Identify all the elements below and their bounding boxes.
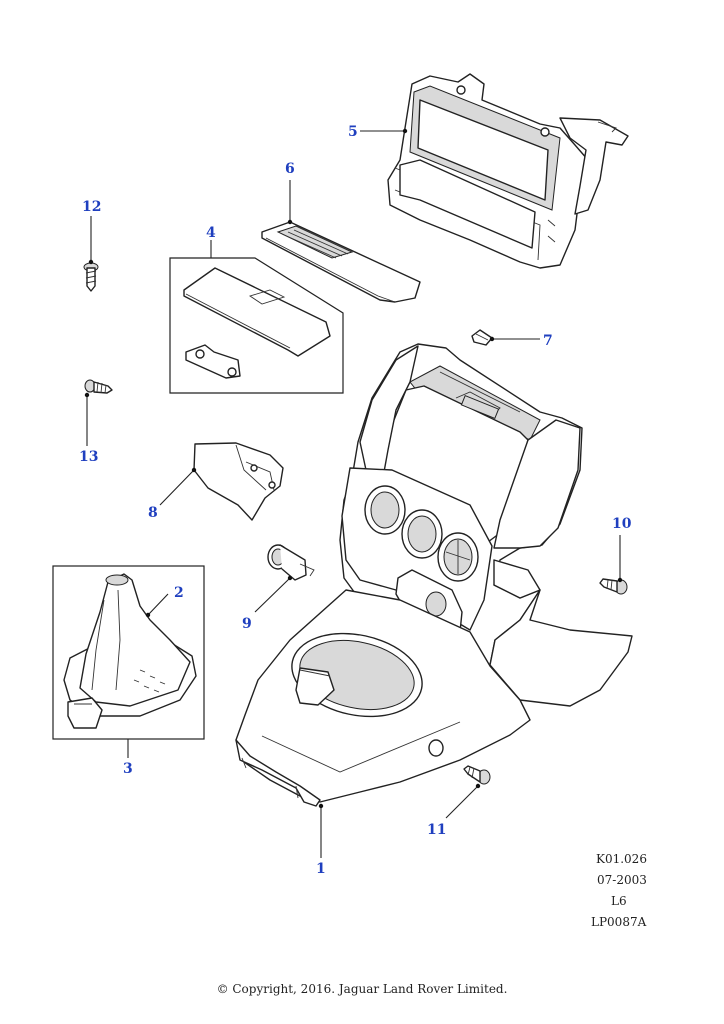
svg-text:8: 8 (148, 505, 158, 521)
part-6-storage-tray (261, 221, 421, 303)
svg-text:11: 11 (427, 822, 446, 838)
svg-text:10: 10 (612, 516, 632, 532)
callout-10: 10 (612, 516, 632, 583)
part-9-lighter (267, 544, 315, 581)
callout-8: 8 (148, 467, 197, 521)
svg-text:7: 7 (543, 333, 553, 349)
callout-4: 4 (206, 225, 216, 258)
part-5-radio-housing (387, 73, 629, 269)
callout-12: 12 (82, 199, 101, 265)
callout-5: 5 (348, 124, 408, 140)
svg-text:4: 4 (206, 225, 216, 241)
callout-6: 6 (285, 161, 295, 225)
callout-9: 9 (242, 575, 293, 632)
part-1-console (235, 343, 633, 807)
svg-text:3: 3 (123, 761, 133, 777)
svg-text:9: 9 (242, 616, 252, 632)
diagram-code: K01.026 (596, 852, 647, 866)
part-11-screw (463, 765, 491, 785)
diagram-date: 07-2003 (597, 873, 647, 887)
svg-text:1: 1 (316, 861, 326, 877)
callout-7: 7 (489, 333, 553, 349)
part-13-screw (84, 379, 113, 394)
callout-2: 2 (145, 585, 184, 618)
part-7-clip (471, 329, 493, 346)
svg-text:13: 13 (79, 449, 98, 465)
svg-text:5: 5 (348, 124, 358, 140)
svg-text:2: 2 (174, 585, 184, 601)
svg-text:12: 12 (82, 199, 101, 215)
callout-1: 1 (316, 803, 326, 877)
part-8-bracket (193, 442, 284, 521)
part-2-3-gear-boot (52, 565, 205, 740)
callout-13: 13 (79, 392, 98, 465)
copyright-notice: © Copyright, 2016. Jaguar Land Rover Lim… (216, 982, 508, 996)
diagram-reference: LP0087A (591, 915, 647, 929)
callout-11: 11 (427, 783, 481, 838)
part-12-screw (83, 262, 99, 292)
diagram-model: L6 (611, 894, 627, 908)
svg-text:6: 6 (285, 161, 295, 177)
part-10-screw (599, 578, 628, 595)
callout-3: 3 (123, 739, 133, 777)
part-4-lid-assembly (169, 257, 344, 394)
